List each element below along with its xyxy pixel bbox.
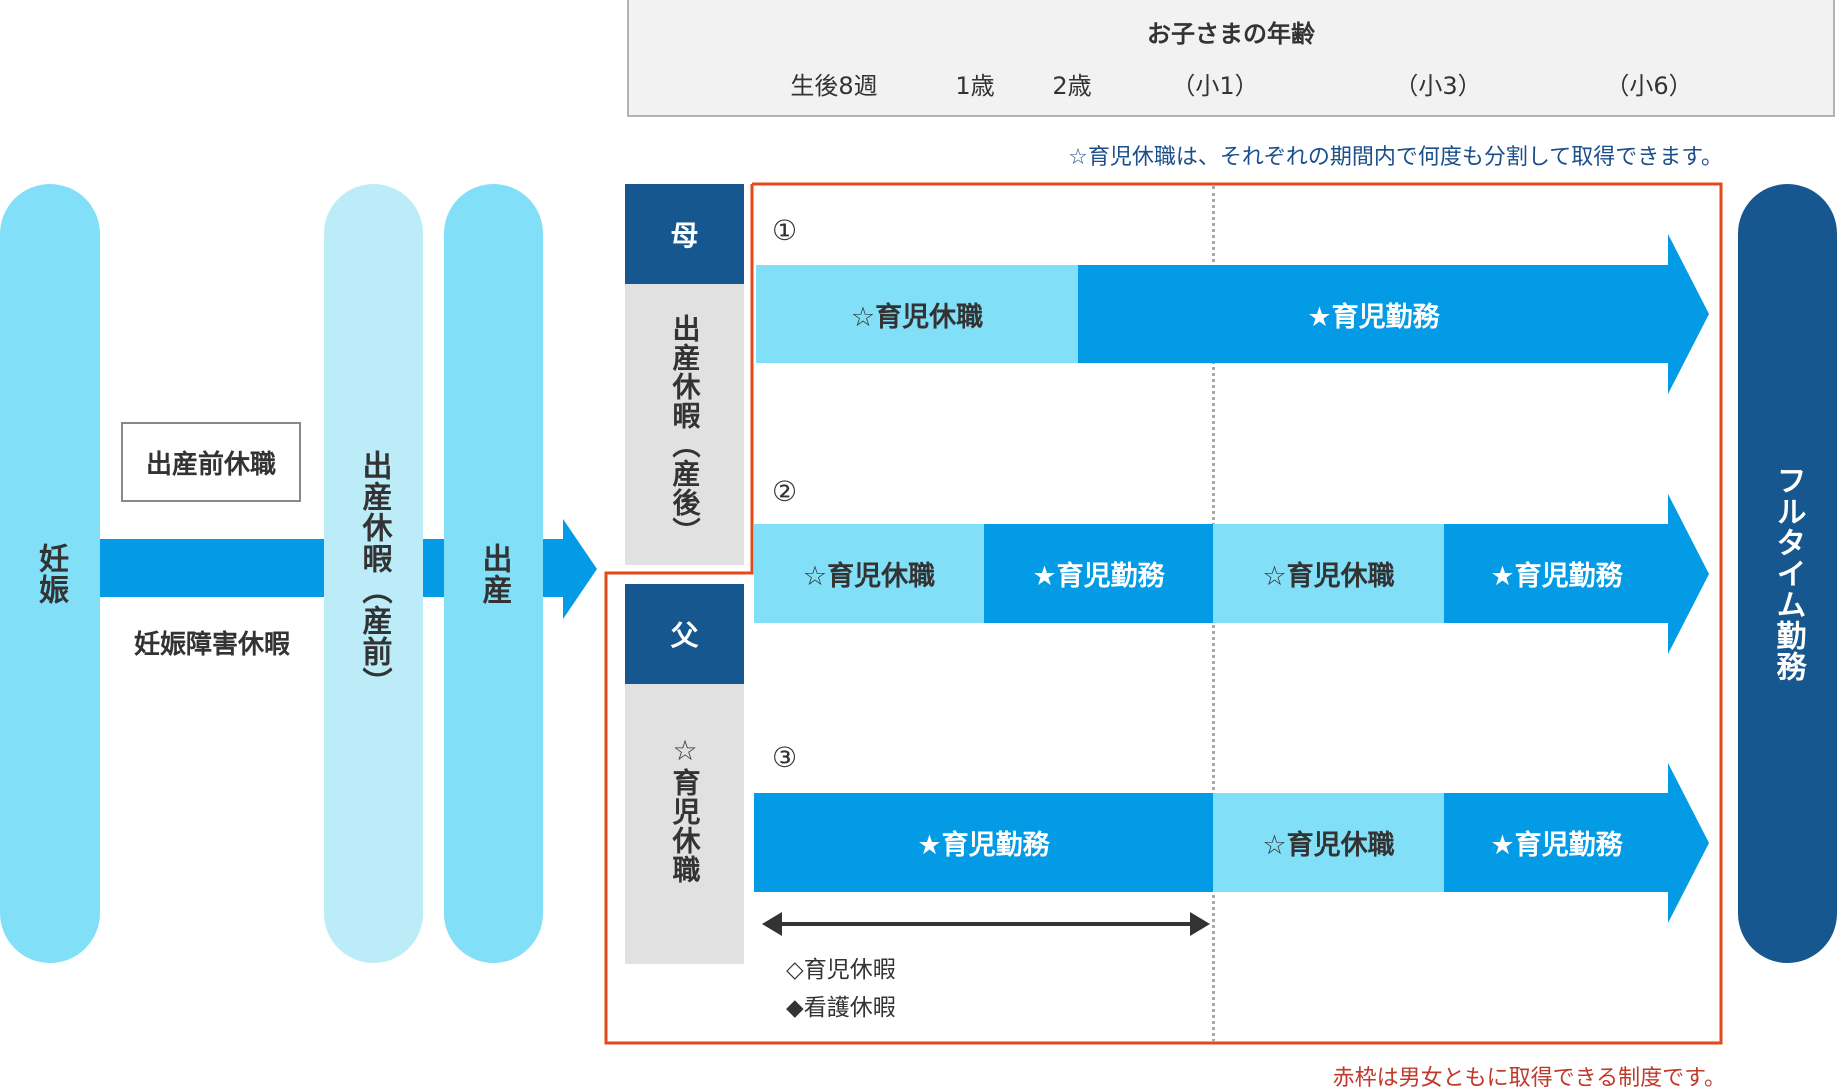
childcare-leave-segment: ☆育児休職 bbox=[754, 524, 984, 623]
age-label: （小1） bbox=[1171, 72, 1259, 100]
red-frame bbox=[604, 182, 1723, 1045]
red-frame-note: 赤枠は男女ともに取得できる制度です。 bbox=[1332, 1066, 1726, 1091]
pattern-3-bar: ★育児勤務 ☆育児休職 ★育児勤務 bbox=[754, 793, 1669, 892]
pattern-number: ② bbox=[772, 475, 798, 508]
age-header: お子さまの年齢 生後8週 1歳 2歳 （小1） （小3） （小6） bbox=[627, 0, 1835, 117]
pregnancy-pill: 妊娠 bbox=[0, 184, 100, 963]
age-label: 生後8週 bbox=[790, 72, 878, 100]
maternity-leave-pre-label: 出産休暇（産前） bbox=[356, 449, 392, 698]
split-leave-note: ☆育児休職は、それぞれの期間内で何度も分割して取得できます。 bbox=[1068, 145, 1723, 170]
childcare-work-segment: ★育児勤務 bbox=[754, 793, 1213, 892]
pattern-number: ③ bbox=[772, 741, 798, 774]
age-label: 2歳 bbox=[1052, 72, 1092, 100]
maternity-leave-pre-pill: 出産休暇（産前） bbox=[324, 184, 423, 963]
leave-period-double-arrow bbox=[762, 912, 1210, 936]
birth-pill: 出産 bbox=[444, 184, 543, 963]
pregnancy-disorder-leave-label: 妊娠障害休暇 bbox=[133, 630, 290, 660]
pattern-2-arrow-head bbox=[1668, 494, 1709, 654]
age-label: （小6） bbox=[1605, 72, 1693, 100]
full-time-pill: フルタイム勤務 bbox=[1738, 184, 1837, 963]
pregnancy-band bbox=[80, 539, 340, 597]
childcare-work-segment: ★育児勤務 bbox=[1078, 265, 1669, 363]
pattern-3-arrow-head bbox=[1668, 763, 1709, 923]
pattern-1-arrow-head bbox=[1668, 234, 1709, 394]
age-header-title: お子さまの年齢 bbox=[1147, 20, 1315, 48]
legend-nursing-leave: ◆看護休暇 bbox=[786, 995, 896, 1021]
age-label: 1歳 bbox=[955, 72, 995, 100]
full-time-label: フルタイム勤務 bbox=[1770, 465, 1806, 682]
father-label: 父 bbox=[625, 584, 744, 684]
pattern-2-bar: ☆育児休職 ★育児勤務 ☆育児休職 ★育児勤務 bbox=[754, 524, 1669, 623]
father-childcare-leave: ☆育児休職 bbox=[625, 684, 744, 964]
childcare-work-segment: ★育児勤務 bbox=[984, 524, 1213, 623]
mother-label: 母 bbox=[625, 184, 744, 284]
childcare-work-segment: ★育児勤務 bbox=[1444, 793, 1669, 892]
birth-arrow-head bbox=[563, 519, 597, 619]
childcare-work-segment: ★育児勤務 bbox=[1444, 524, 1669, 623]
childcare-leave-segment: ☆育児休職 bbox=[756, 265, 1078, 363]
age-label: （小3） bbox=[1394, 72, 1482, 100]
maternity-leave-post-label: 出産休暇（産後） bbox=[668, 314, 702, 546]
childcare-leave-segment: ☆育児休職 bbox=[1213, 793, 1444, 892]
father-childcare-leave-label: ☆育児休職 bbox=[668, 734, 702, 884]
pattern-number: ① bbox=[772, 214, 798, 247]
pattern-1-bar: ☆育児休職 ★育児勤務 bbox=[756, 265, 1669, 363]
childcare-leave-segment: ☆育児休職 bbox=[1213, 524, 1444, 623]
birth-label: 出産 bbox=[476, 542, 512, 605]
mother-maternity-leave-post: 出産休暇（産後） bbox=[625, 284, 744, 565]
legend-childcare-leave: ◇育児休暇 bbox=[786, 957, 896, 983]
pregnancy-label: 妊娠 bbox=[33, 542, 68, 605]
prenatal-leave-box: 出産前休職 bbox=[121, 422, 301, 502]
